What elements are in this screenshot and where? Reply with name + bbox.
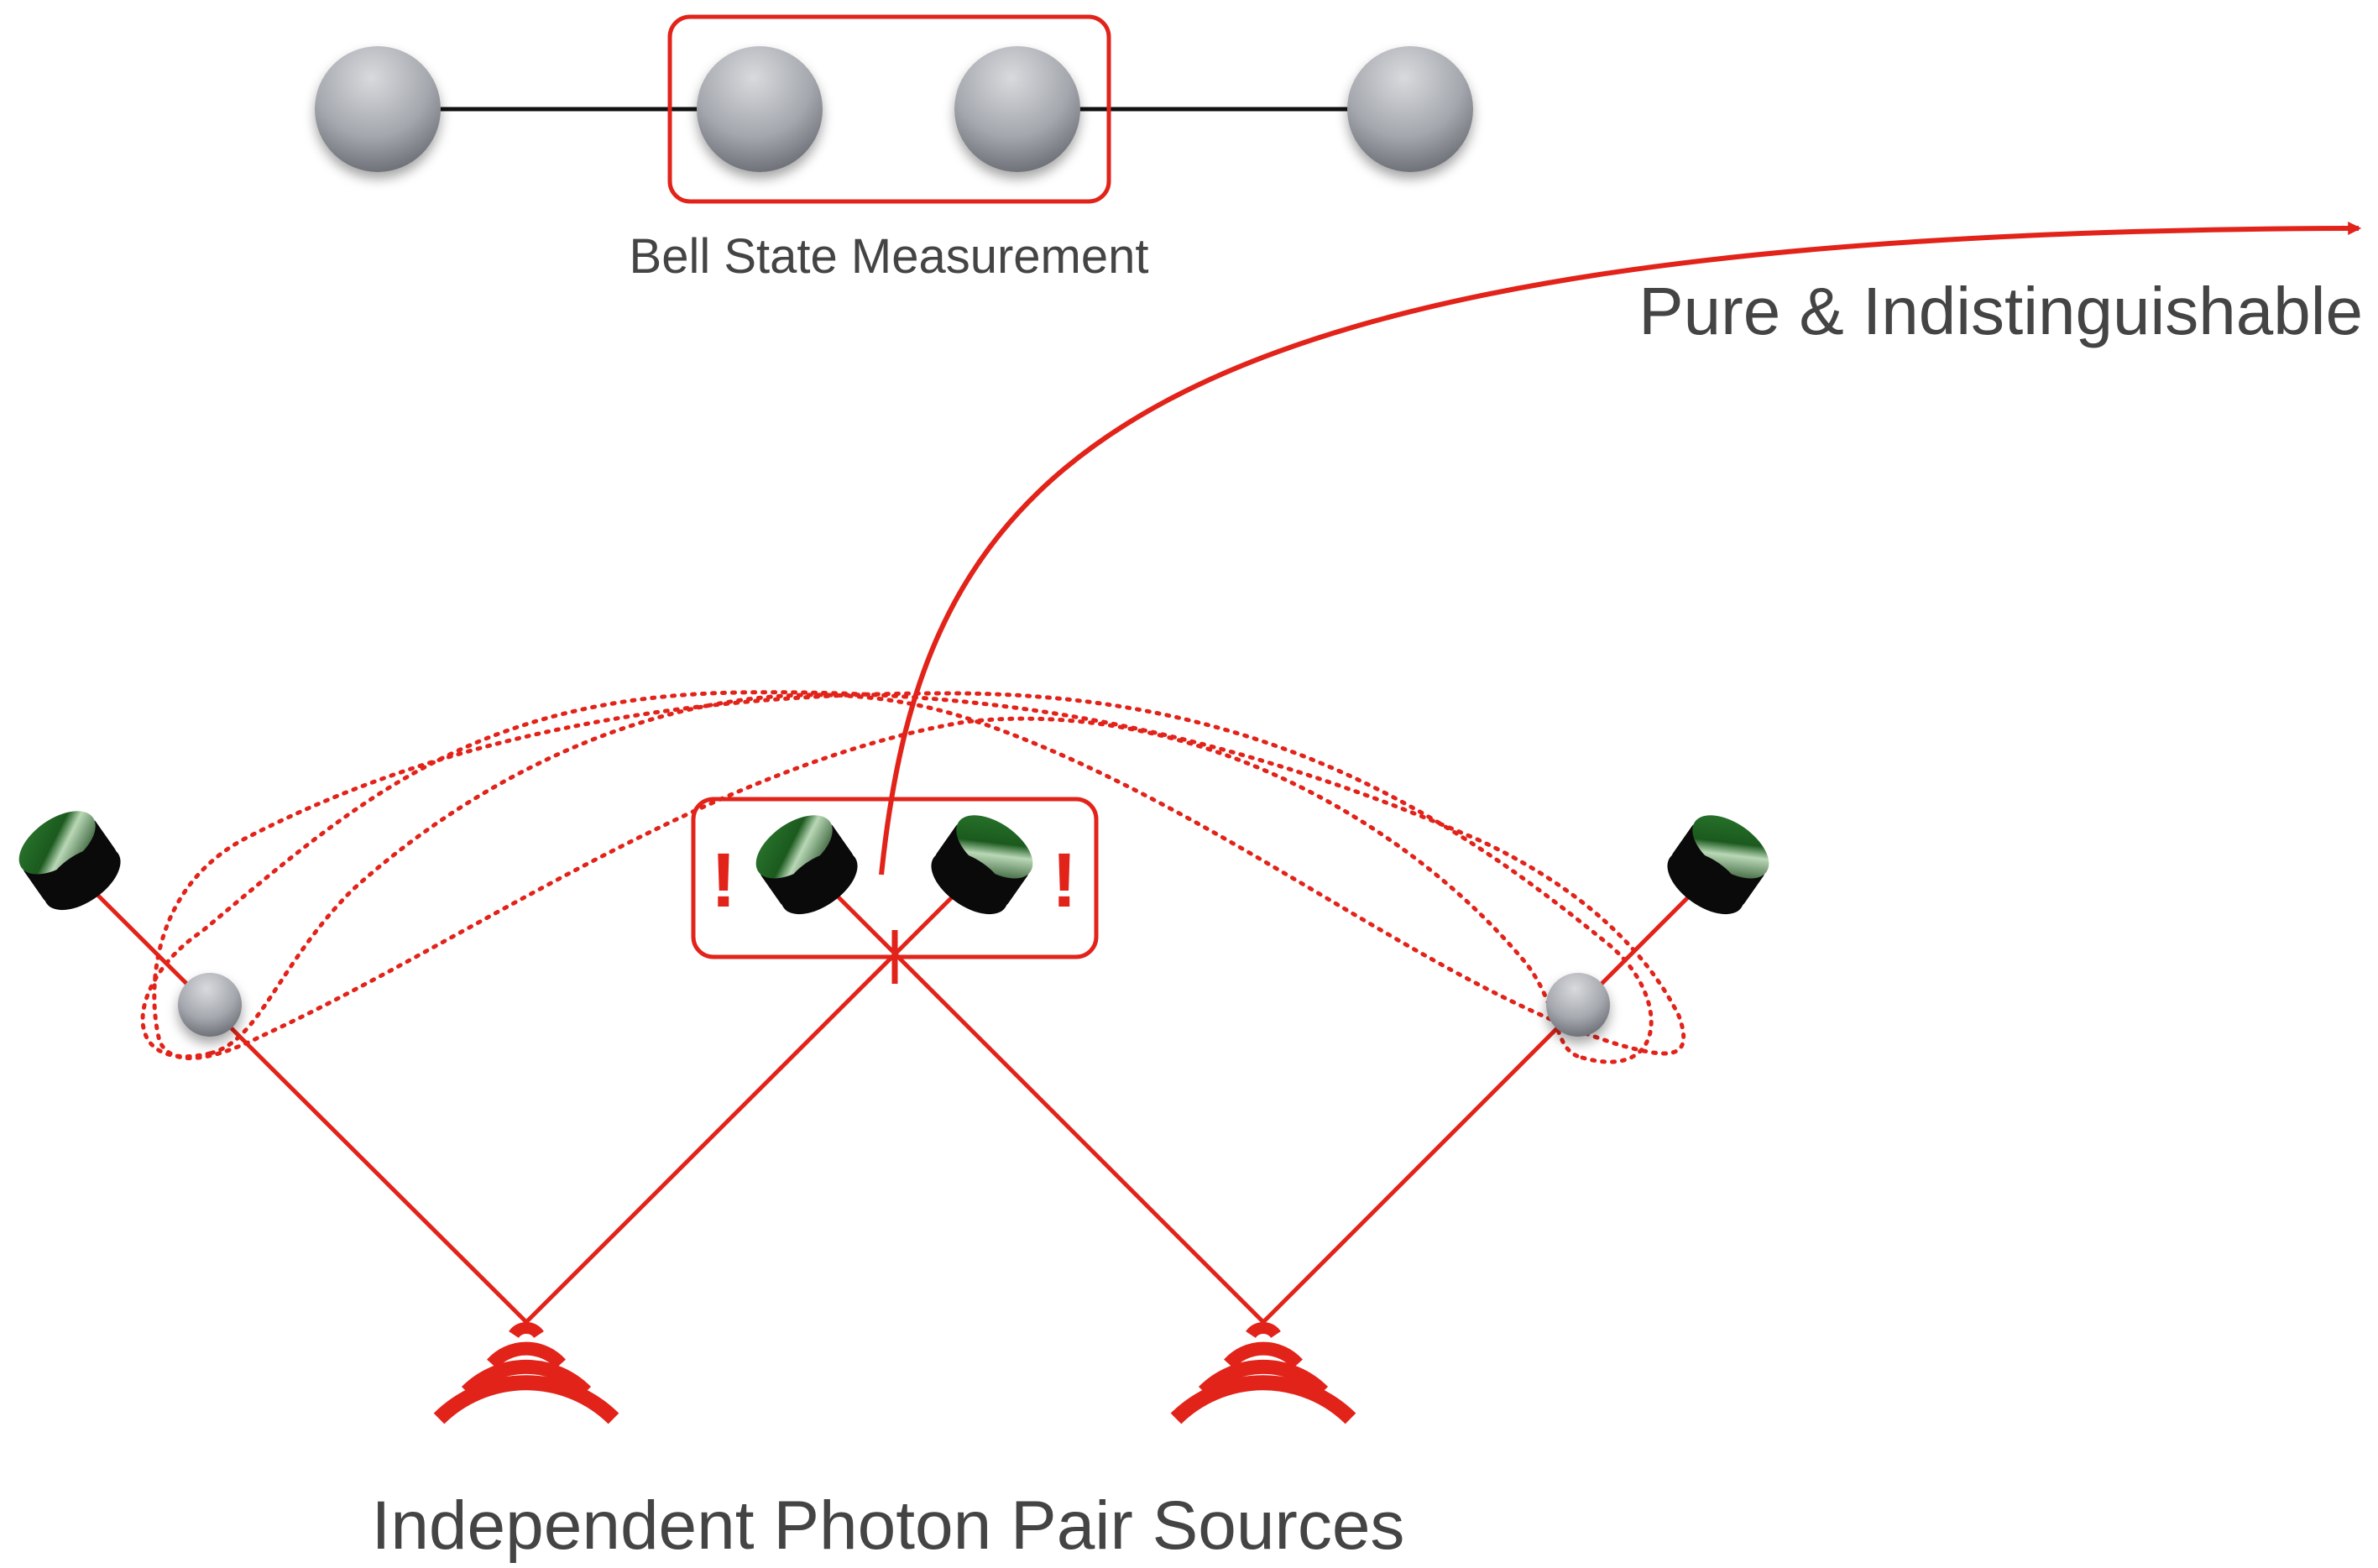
source-left-arc-3 [433, 1375, 619, 1424]
node-3 [954, 46, 1080, 172]
loop-right-pair [152, 691, 1654, 1064]
detector-far-right [1667, 815, 1769, 915]
purity-arrow-curve [879, 222, 2362, 875]
bsm-label: Bell State Measurement [630, 229, 1149, 284]
source-right-arc-1 [1224, 1341, 1303, 1369]
detector-center-left [755, 815, 858, 915]
source-right-arc-2 [1198, 1360, 1329, 1398]
purity-label: Pure & Indistinguishable [1638, 274, 2363, 348]
warning-mark-left: ! [711, 838, 737, 923]
detector-far-left [18, 811, 121, 911]
splitter-left [178, 973, 242, 1037]
purity-arrow: Pure & Indistinguishable [879, 222, 2363, 875]
node-4 [1347, 46, 1473, 172]
path-source1-left [78, 875, 528, 1324]
source-left-arc-2 [461, 1360, 592, 1398]
beam-splitters [178, 973, 1610, 1037]
node-2 [697, 46, 823, 172]
top-chain: Bell State Measurement [315, 14, 1473, 284]
photon-source-left [433, 1322, 619, 1424]
path-source2-right [1262, 880, 1706, 1324]
source-left-arc-1 [487, 1341, 566, 1369]
warning-mark-right: ! [1052, 838, 1078, 923]
splitter-right [1546, 973, 1610, 1037]
entanglement-loops [140, 690, 1686, 1064]
bsm-box [667, 14, 1111, 204]
node-1 [315, 46, 441, 172]
source-right-dot [1246, 1322, 1281, 1339]
detectors [18, 811, 1769, 915]
source-left-dot [509, 1322, 544, 1339]
photon-paths [78, 875, 1706, 1324]
sources-label: Independent Photon Pair Sources [372, 1487, 1405, 1564]
detector-bsm-box [691, 797, 1099, 959]
photon-source-right [1170, 1322, 1356, 1424]
path-source1-right [525, 884, 965, 1324]
loop-left-pair [140, 690, 1686, 1059]
detector-center-right [931, 815, 1033, 915]
source-right-arc-3 [1170, 1375, 1356, 1424]
